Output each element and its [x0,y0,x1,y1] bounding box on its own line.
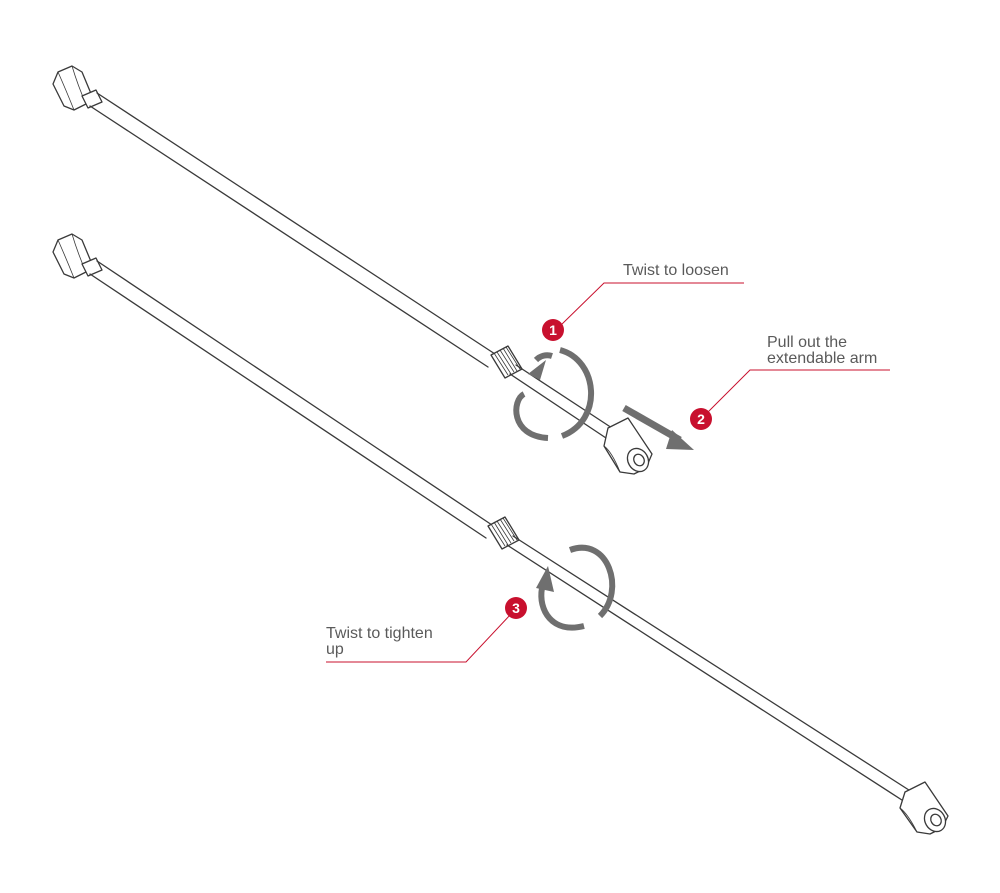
step-2-callout: 2 Pull out the extendable arm [690,334,890,430]
step-1-label-line-1: Twist to loosen [623,262,729,279]
step-1-number: 1 [549,322,557,338]
lower-rod-tube [89,260,493,539]
upper-rod-tube [89,92,496,368]
upper-rod-right-cap [603,417,653,475]
tighten-rotation-arrow [536,544,616,631]
lower-rod-left-cap [52,233,103,279]
lower-rod-right-cap [899,781,949,835]
step-2-label-line-1: Pull out the [767,334,847,351]
step-3-number: 3 [512,600,520,616]
step-1-callout: 1 Twist to loosen [542,262,744,341]
step-3-badge [505,597,527,619]
step-3-label-line-1: Twist to tighten [326,625,433,642]
upper-rod-left-cap [52,65,103,111]
loosen-rotation-arrow [513,347,595,441]
lower-rod-collar [487,516,520,550]
step-3-label-line-2: up [326,641,344,658]
pull-out-arrow [622,404,694,450]
step-3-callout: 3 Twist to tighten up [326,597,527,663]
lower-rod [52,233,949,835]
upper-rod [52,65,653,475]
step-1-badge [542,319,564,341]
upper-rod-collar [490,345,523,379]
step-2-label-line-2: extendable arm [767,350,877,367]
step-2-badge [690,408,712,430]
step-2-number: 2 [697,411,705,427]
lower-rod-extendable-arm [506,535,913,803]
